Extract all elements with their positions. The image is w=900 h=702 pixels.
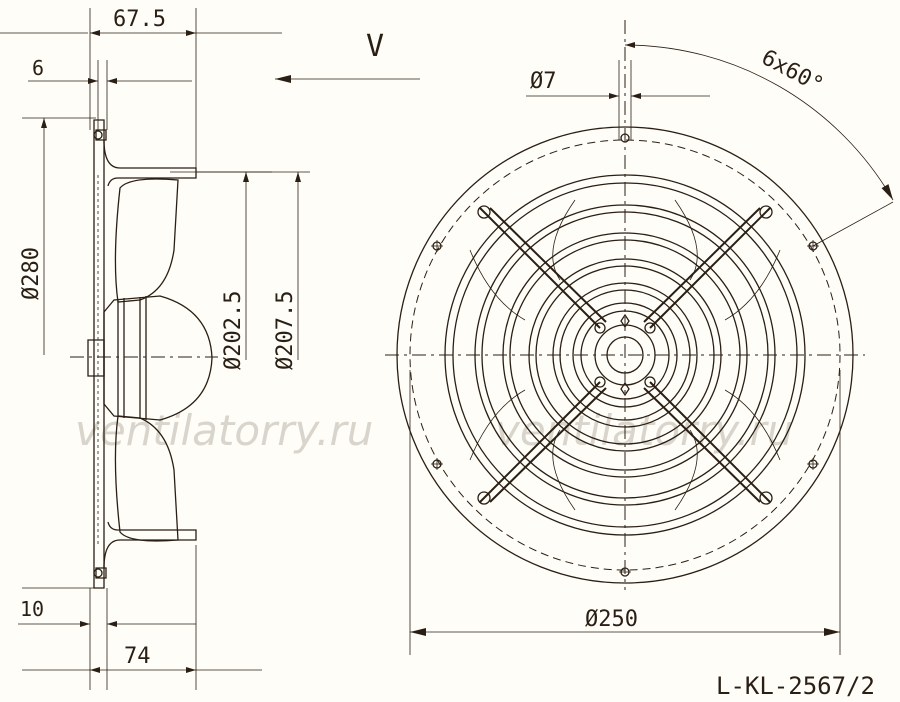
dim-outer-diameter: Ø280 (19, 247, 44, 300)
dim-bolt-circle: Ø250 (585, 607, 638, 632)
dim-bolt-pattern: 6x60° (757, 45, 827, 98)
mounting-holes (431, 133, 819, 577)
front-view: Ø7 6x60° Ø250 (385, 20, 894, 655)
side-view: 67.5 6 Ø280 Ø202.5 Ø207.5 V (0, 7, 420, 690)
dim-inner-diameter-a: Ø202.5 (221, 291, 246, 370)
watermark-right: ventilatorry.ru (495, 406, 793, 455)
dim-inner-diameter-b: Ø207.5 (273, 291, 298, 370)
dim-hole-diameter: Ø7 (530, 69, 557, 94)
dim-depth-top: 67.5 (113, 7, 166, 32)
watermark-left: ventilatorry.ru (75, 406, 373, 455)
drawing-code: L-KL-2567/2 (716, 672, 875, 700)
view-label: V (366, 29, 384, 64)
dim-flange-offset: 6 (32, 56, 44, 80)
dim-bottom-offset: 10 (20, 597, 44, 621)
dim-depth-bottom: 74 (124, 644, 151, 669)
